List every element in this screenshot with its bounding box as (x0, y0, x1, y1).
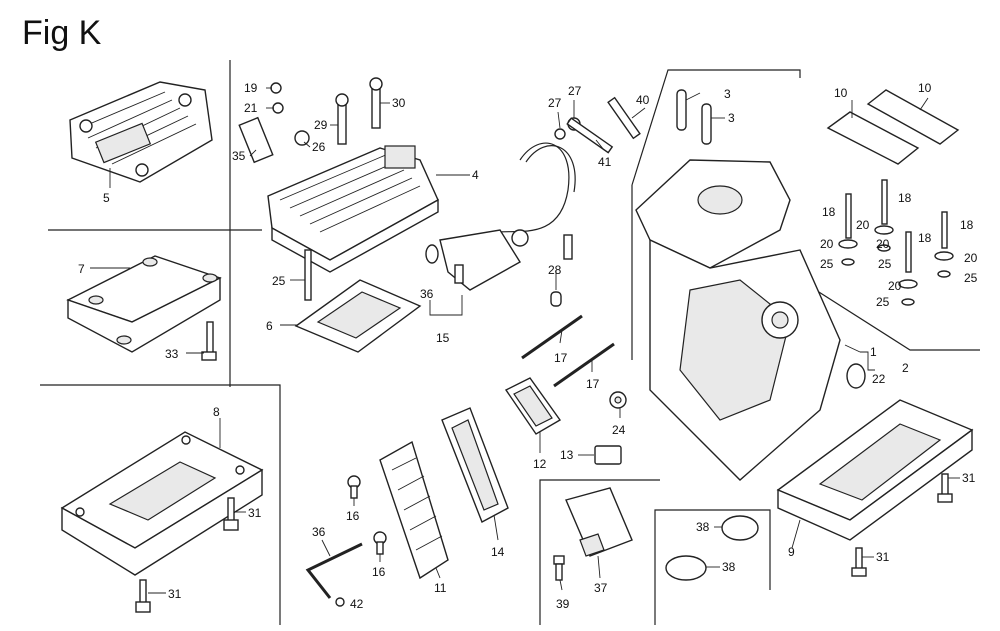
callout-label: 31 (168, 587, 182, 601)
callout-label: 25 (878, 257, 892, 271)
callout-label: 2 (902, 361, 909, 375)
callout-label: 4 (472, 168, 479, 182)
leader-lines (90, 87, 960, 594)
part-rubber-block-13 (594, 445, 622, 465)
callout-label: 22 (872, 372, 886, 386)
part-bolt-31-c (937, 473, 953, 503)
part-ignition-harness-15 (439, 142, 576, 291)
part-caps-38 (665, 515, 759, 581)
callout-label: 3 (724, 87, 731, 101)
part-bolt-31-a (223, 497, 239, 531)
part-rod-36 (305, 542, 363, 607)
callout-label: 42 (350, 597, 364, 611)
callout-label: 31 (876, 550, 890, 564)
callout-label: 17 (586, 377, 600, 391)
callout-label: 39 (556, 597, 570, 611)
callout-label: 38 (696, 520, 710, 534)
part-base-plate-7 (66, 255, 222, 353)
callout-label: 21 (244, 101, 258, 115)
part-cylinder-head-cover (69, 81, 213, 183)
part-base-frame-9 (60, 431, 264, 576)
callout-label: 19 (244, 81, 258, 95)
callout-label: 12 (533, 457, 547, 471)
figure-title: Fig K (22, 14, 102, 52)
section-frames (40, 60, 980, 625)
part-gasket-6 (294, 279, 422, 353)
callout-label: 30 (392, 96, 406, 110)
callout-label: 38 (722, 560, 736, 574)
callout-label: 11 (434, 581, 447, 595)
callout-label: 7 (78, 262, 85, 276)
callout-label: 25 (272, 274, 286, 288)
callout-label: 18 (898, 191, 912, 205)
callout-labels: 5 7 33 8 31 31 6 25 35 19 21 26 29 30 4 … (78, 81, 978, 611)
callout-label: 29 (314, 118, 328, 132)
callout-label: 9 (788, 545, 795, 559)
part-studs-washers-18-20-25 (838, 179, 954, 306)
callout-label: 20 (820, 237, 834, 251)
callout-label: 37 (594, 581, 608, 595)
callout-label: 40 (636, 93, 650, 107)
part-small-fasteners (238, 77, 383, 164)
part-bolt-31-d (851, 547, 867, 577)
callout-label: 6 (266, 319, 273, 333)
callout-label: 25 (876, 295, 890, 309)
callout-label: 18 (960, 218, 974, 232)
callout-label: 20 (856, 218, 870, 232)
callout-label: 18 (918, 231, 932, 245)
callout-label: 25 (964, 271, 978, 285)
callout-label: 16 (346, 509, 360, 523)
part-bolt-33 (201, 321, 217, 361)
part-pin-29 (550, 291, 562, 307)
callout-label: 20 (888, 279, 902, 293)
callout-label: 18 (822, 205, 836, 219)
callout-label: 31 (962, 471, 976, 485)
callout-label: 5 (103, 191, 110, 205)
callout-label: 15 (436, 331, 450, 345)
callout-label: 25 (820, 257, 834, 271)
callout-label: 36 (312, 525, 326, 539)
callout-label: 8 (213, 405, 220, 419)
part-seal-22 (846, 363, 866, 389)
part-stud-24 (304, 249, 312, 301)
part-bolt-31-b (135, 579, 151, 613)
part-bolts-16 (347, 475, 387, 555)
callout-label: 16 (372, 565, 386, 579)
callout-label: 33 (165, 347, 179, 361)
callout-label: 10 (918, 81, 932, 95)
callout-label: 41 (598, 155, 612, 169)
part-small-upper-parts (554, 96, 641, 154)
callout-label: 24 (612, 423, 626, 437)
callout-label: 13 (560, 448, 574, 462)
callout-label: 27 (568, 84, 582, 98)
callout-label: 26 (312, 140, 326, 154)
callout-label: 10 (834, 86, 848, 100)
part-bolt-39 (553, 555, 565, 581)
callout-label: 35 (232, 149, 246, 163)
part-crankcase-cylinder-1 (635, 159, 841, 481)
callout-label: 27 (548, 96, 562, 110)
part-nut-23 (609, 391, 627, 409)
part-bracket-37 (565, 487, 633, 557)
callout-label: 17 (554, 351, 568, 365)
part-cylinder-head-4 (267, 145, 439, 273)
callout-label: 20 (964, 251, 978, 265)
part-gasket-12 (504, 377, 562, 435)
callout-label: 1 (870, 345, 877, 359)
part-plates-10 (826, 89, 960, 165)
callout-label: 14 (491, 545, 505, 559)
part-studs-17 (521, 314, 615, 388)
callout-label: 3 (728, 111, 735, 125)
callout-label: 31 (248, 506, 262, 520)
part-cover-11 (379, 440, 449, 580)
part-gasket-14 (441, 407, 509, 523)
callout-label: 20 (876, 237, 890, 251)
callout-label: 28 (548, 263, 562, 277)
part-pins-3 (676, 89, 712, 145)
part-base-frame-8 (776, 399, 974, 541)
callout-label: 36 (420, 287, 434, 301)
part-washer-35 (425, 244, 439, 264)
